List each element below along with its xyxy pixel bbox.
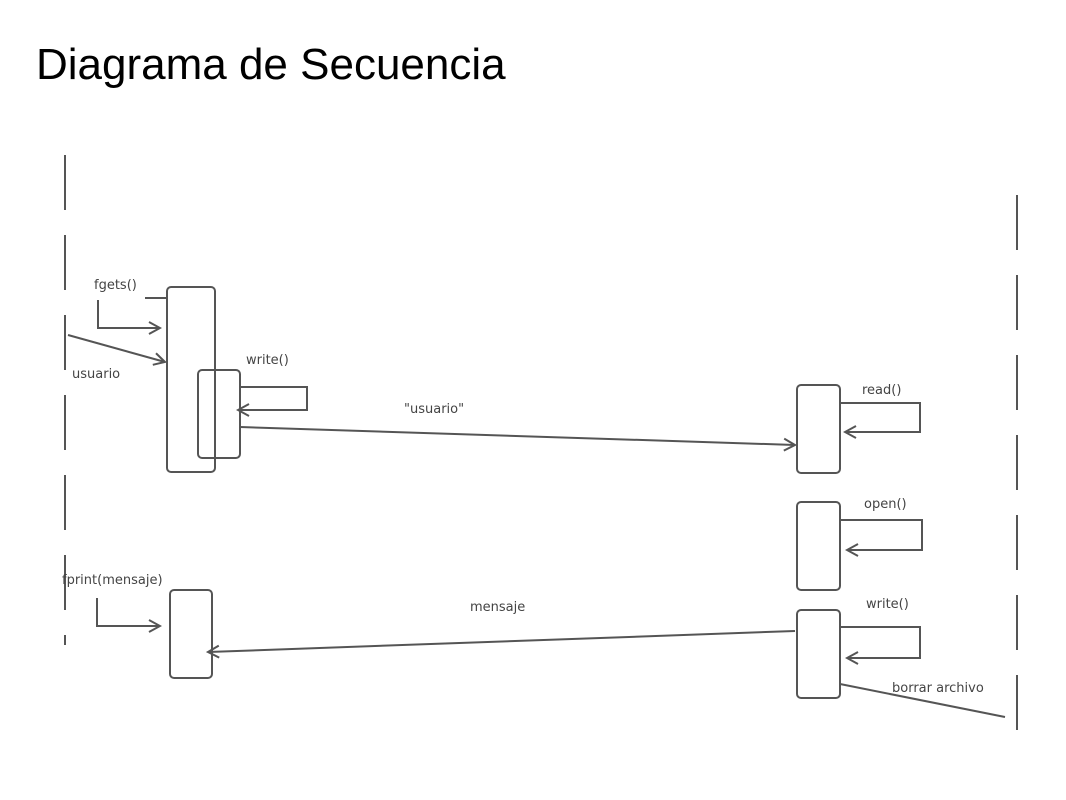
label-open: open() (864, 497, 907, 512)
self-message-write-client (238, 386, 308, 410)
self-message-open (840, 519, 923, 550)
label-read: read() (862, 383, 901, 398)
label-write-client: write() (246, 353, 289, 368)
activation-client-write (197, 369, 241, 459)
self-message-fprint (96, 598, 160, 626)
label-usuario-msg: "usuario" (404, 402, 464, 417)
message-usuario-in (67, 334, 165, 362)
activation-server-open (796, 501, 841, 591)
activation-server-read (796, 384, 841, 474)
message-usuario-to-server (239, 426, 795, 445)
message-mensaje-to-client (208, 630, 796, 652)
label-write-server: write() (866, 597, 909, 612)
label-borrar-archivo: borrar archivo (892, 681, 984, 696)
label-mensaje: mensaje (470, 600, 525, 615)
self-message-write-server (840, 626, 921, 658)
label-fprint: fprint(mensaje) (62, 573, 163, 588)
label-usuario: usuario (72, 367, 120, 382)
self-message-read (840, 402, 921, 432)
message-borrar-archivo (839, 683, 1006, 718)
activation-server-write (796, 609, 841, 699)
self-message-fgets (97, 300, 160, 328)
activation-client-print (169, 589, 213, 679)
activation-client-main (166, 286, 216, 473)
page-title: Diagrama de Secuencia (36, 40, 506, 89)
label-fgets: fgets() (94, 278, 137, 293)
